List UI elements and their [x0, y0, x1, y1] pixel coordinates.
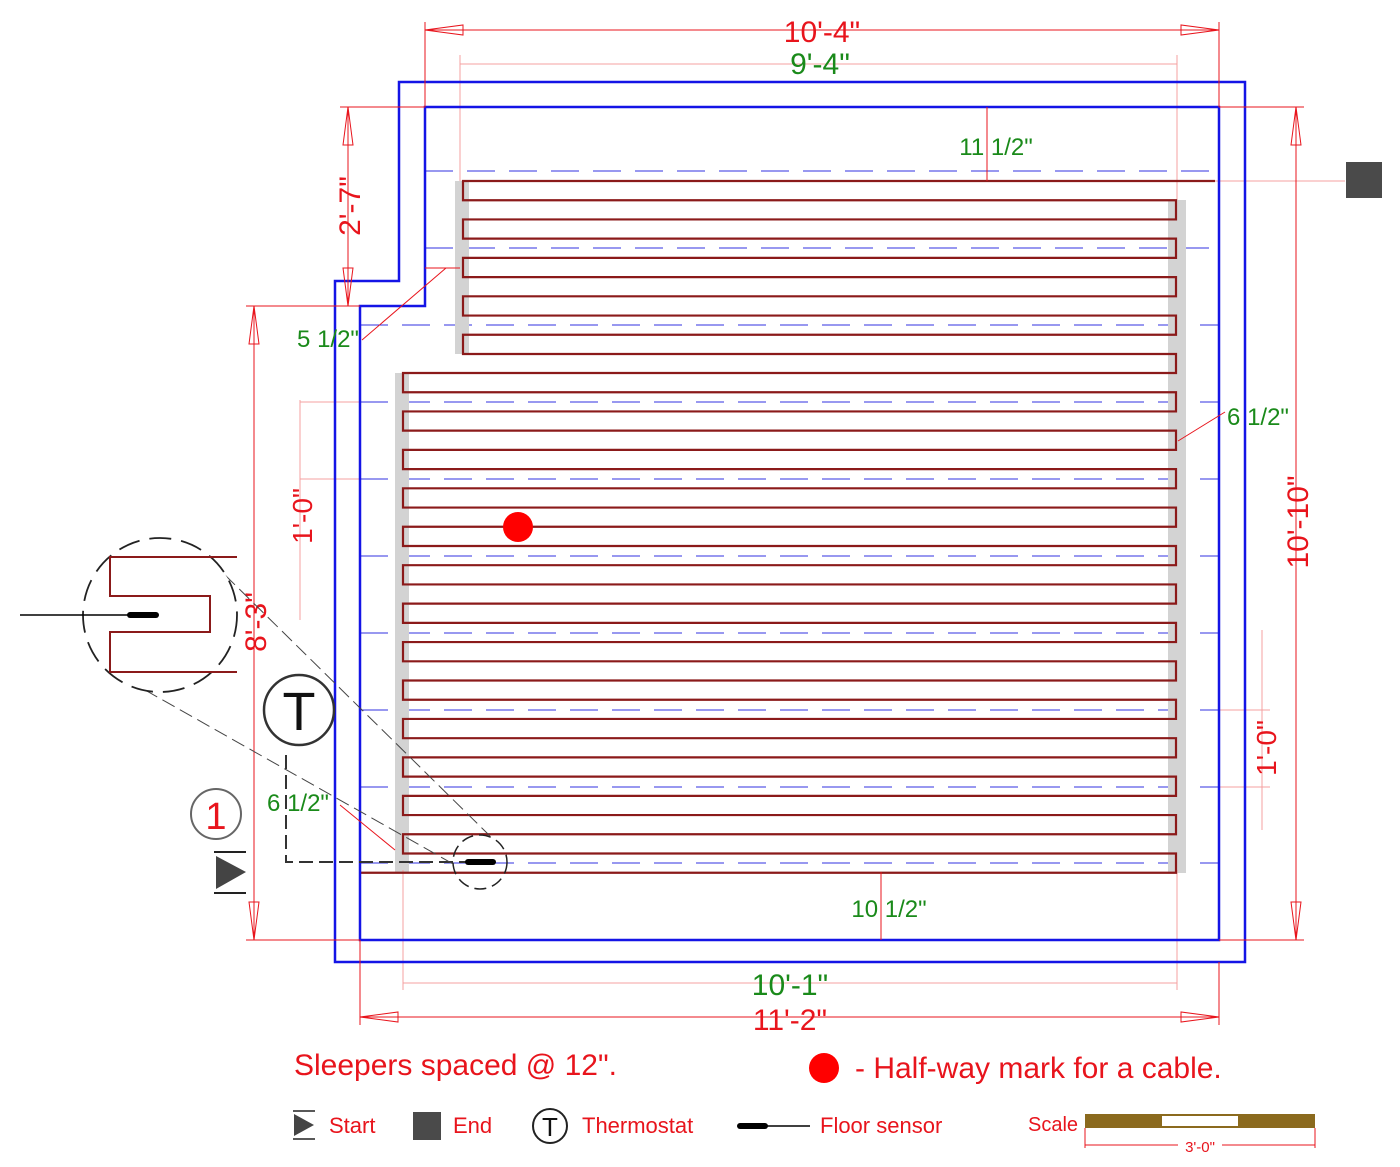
sensor-detail-circle [452, 834, 508, 890]
dim-offset-left-bottom: 6 1/2" [267, 790, 329, 817]
legend-scale: Scale [1028, 1114, 1078, 1136]
note-halfway: - Half-way mark for a cable. [855, 1052, 1222, 1085]
dim-bottom-outer: 11'-2" [753, 1004, 827, 1037]
cable-end-marker [1346, 162, 1382, 198]
dimension-lines [246, 22, 1304, 1025]
cable-strip-right [1168, 200, 1186, 873]
legend-halfway-dot [809, 1053, 839, 1083]
outer-wall [333, 80, 1247, 964]
dim-spacing-left: 1'-0" [287, 488, 318, 544]
legend-start-icon [293, 1110, 315, 1140]
dim-offset-right: 6 1/2" [1227, 404, 1289, 431]
thermostat-icon [262, 673, 336, 747]
legend-floor-sensor: Floor sensor [820, 1113, 942, 1138]
sensor-wire [285, 755, 480, 863]
sensor-detail-callout [20, 537, 491, 866]
dim-top-inner: 9'-4" [790, 48, 850, 81]
halfway-mark [503, 512, 533, 542]
legend-thermostat: Thermostat [582, 1113, 693, 1138]
dim-top-outer: 10'-4" [784, 16, 860, 49]
dim-spacing-right: 1'-0" [1251, 720, 1282, 776]
dim-offset-top: 11 1/2" [959, 134, 1032, 161]
dim-left-notch: 2'-7" [334, 176, 367, 236]
note-sleepers: Sleepers spaced @ 12". [294, 1049, 617, 1082]
cable-start-marker [214, 851, 246, 894]
dim-right-total: 10'-10" [1282, 475, 1315, 568]
legend-end: End [453, 1113, 492, 1138]
extension-lines [299, 55, 1345, 990]
dimension-arrows [248, 24, 1302, 1023]
legend-scale-length: 3'-0" [1185, 1139, 1215, 1156]
dim-left-lower: 8'-3" [240, 592, 273, 652]
thermostat-label: T [283, 682, 316, 742]
dim-offset-bottom: 10 1/2" [851, 896, 926, 923]
sleeper-lines [360, 170, 1219, 864]
heating-cable [360, 179, 1215, 874]
zone-number-circle [190, 788, 242, 840]
legend-thermostat-icon [532, 1108, 568, 1144]
legend-thermostat-symbol: T [542, 1112, 558, 1142]
dim-bottom-inner: 10'-1" [752, 969, 828, 1002]
zone-number: 1 [205, 796, 226, 838]
legend-start: Start [329, 1113, 375, 1138]
legend-end-icon [413, 1112, 441, 1140]
dim-offset-notch: 5 1/2" [297, 326, 359, 353]
